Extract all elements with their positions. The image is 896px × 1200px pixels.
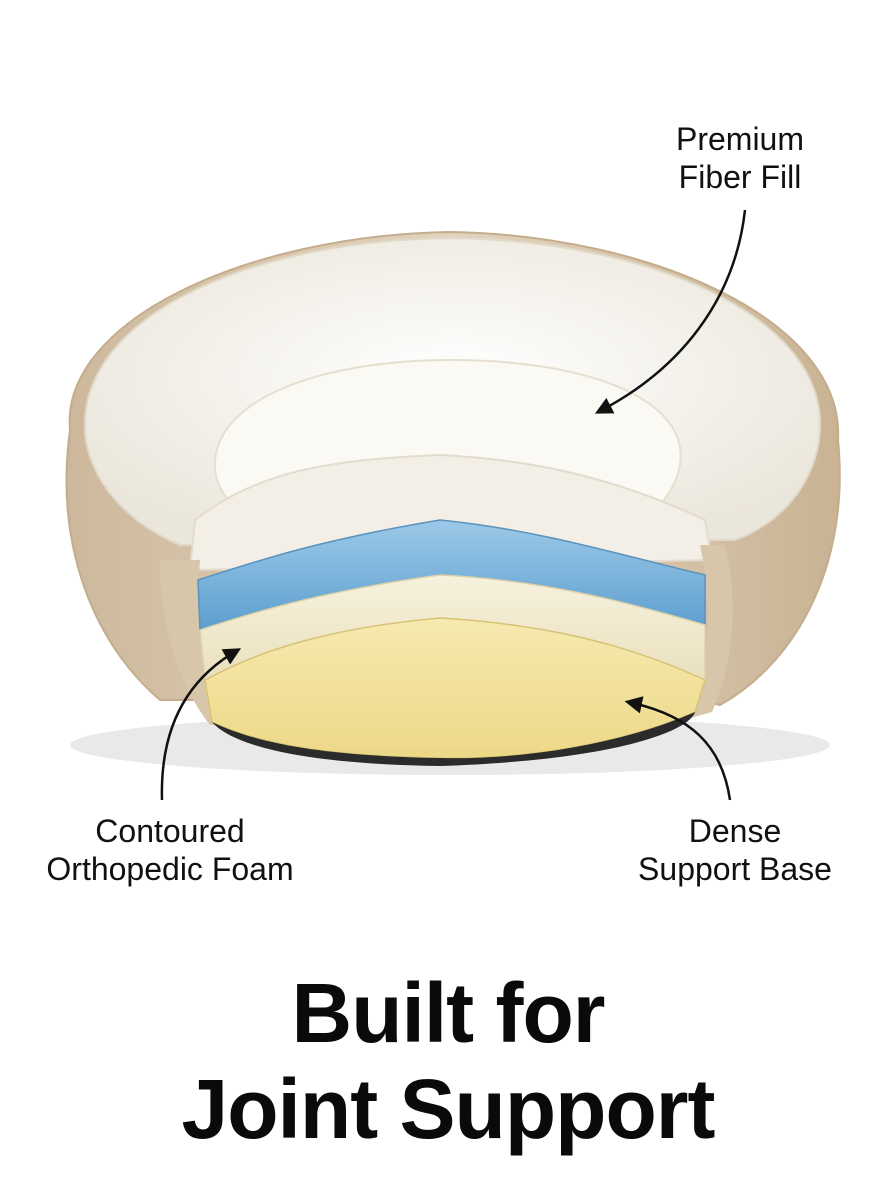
headline: Built for Joint Support (0, 965, 896, 1157)
callout-orthopedic-foam-line2: Orthopedic Foam (46, 851, 294, 887)
callout-fiber-fill-line1: Premium (675, 121, 804, 157)
callout-fiber-fill-line2: Fiber Fill (678, 159, 802, 195)
callout-fiber-fill: Premium Fiber Fill (640, 120, 840, 196)
arrow-orthopedic-foam (160, 648, 242, 801)
shell-cut-right (690, 545, 733, 718)
headline-line2: Joint Support (181, 1062, 716, 1156)
arrow-fiber-fill (594, 209, 747, 414)
callout-orthopedic-foam-line1: Contoured (95, 813, 245, 849)
callout-support-base-line1: Dense (688, 813, 782, 849)
callout-orthopedic-foam: Contoured Orthopedic Foam (20, 812, 320, 888)
headline-line1: Built for (291, 966, 606, 1060)
non-slip-bottom (212, 712, 695, 766)
callout-support-base-line2: Support Base (638, 851, 832, 887)
callout-support-base: Dense Support Base (610, 812, 860, 888)
arrow-support-base (624, 696, 732, 801)
cutaway-plush-edge (188, 453, 714, 572)
shell-cut-left (160, 560, 230, 725)
